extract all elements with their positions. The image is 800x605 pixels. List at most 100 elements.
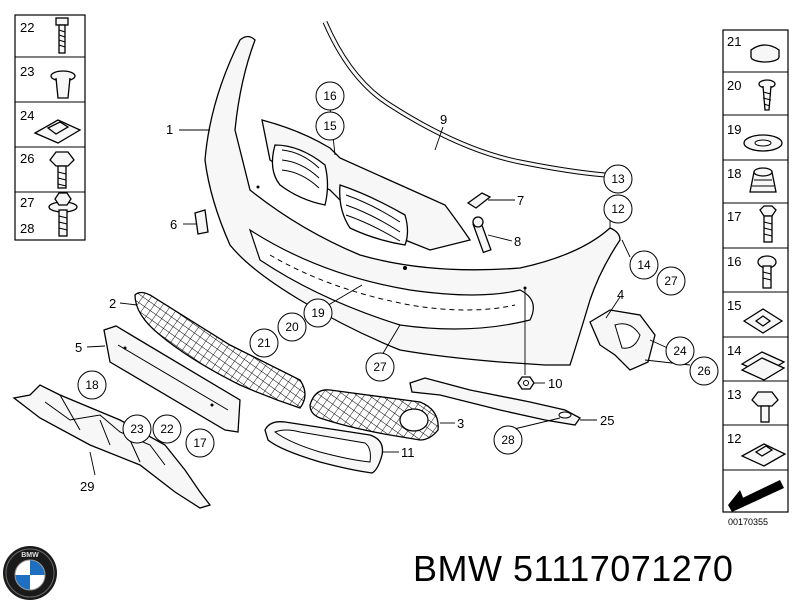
- side-mesh-grille-part: [309, 389, 439, 441]
- label-11: 11: [401, 445, 415, 460]
- screw-icon: [758, 79, 776, 111]
- callout-13: 13: [603, 164, 633, 194]
- clip-nut-icon: [33, 119, 82, 144]
- svg-text:26: 26: [697, 364, 711, 378]
- svg-text:BMW: BMW: [21, 552, 39, 559]
- svg-text:27: 27: [373, 360, 387, 374]
- hex-screw-icon: [759, 205, 777, 243]
- label-6: 6: [170, 217, 177, 232]
- svg-text:19: 19: [311, 306, 325, 320]
- svg-text:20: 20: [285, 320, 299, 334]
- left-parts-column: 22 23 24 26 27 28: [14, 14, 86, 241]
- washer-nozzle-part: [472, 216, 492, 254]
- callout-12: 12: [603, 194, 633, 224]
- plain-labels: 1 9 7 8 6 2 5 4 10 3 25 11 29: [75, 112, 624, 494]
- callout-14: 14: [629, 250, 659, 280]
- cover-cap-part: [466, 192, 492, 209]
- svg-text:28: 28: [501, 433, 515, 447]
- label-25: 25: [600, 413, 614, 428]
- grommet-icon: [743, 134, 783, 152]
- svg-text:13: 13: [611, 172, 625, 186]
- callout-26: 26: [689, 356, 719, 386]
- diagram-code: 00170355: [728, 517, 769, 527]
- clip-nut-icon: [740, 443, 787, 467]
- trim-strip-part: [322, 21, 606, 178]
- right-num-21: 21: [727, 34, 741, 49]
- left-num-23: 23: [20, 64, 34, 79]
- lower-carrier-part: [12, 384, 212, 509]
- callout-17: 17: [185, 428, 215, 458]
- callout-27: 27: [656, 266, 686, 296]
- callout-23: 23: [122, 414, 152, 444]
- callout-19: 19: [303, 298, 333, 328]
- svg-text:12: 12: [611, 202, 625, 216]
- centre-mesh-grille-part: [134, 291, 306, 409]
- clip-icon: [740, 351, 786, 381]
- hex-bolt-washer-icon: [49, 151, 75, 189]
- small-bracket-part: [194, 209, 209, 235]
- rubber-buffer-icon: [749, 167, 777, 193]
- label-10: 10: [548, 376, 562, 391]
- label-29: 29: [80, 479, 94, 494]
- svg-text:24: 24: [673, 344, 687, 358]
- right-num-12: 12: [727, 431, 741, 446]
- right-num-14: 14: [727, 343, 741, 358]
- callout-22: 22: [152, 414, 182, 444]
- hex-bolt-icon: [751, 391, 779, 423]
- left-num-28: 28: [20, 221, 34, 236]
- left-num-22: 22: [20, 20, 34, 35]
- right-num-15: 15: [727, 298, 741, 313]
- callout-27: 27: [365, 352, 395, 382]
- right-num-13: 13: [727, 387, 741, 402]
- callout-15: 15: [315, 111, 345, 141]
- bolt-icon: [55, 17, 69, 54]
- bumper-cover-part: [204, 35, 621, 366]
- right-num-18: 18: [727, 166, 741, 181]
- left-num-24: 24: [20, 108, 34, 123]
- left-num-26: 26: [20, 151, 34, 166]
- torx-screw-icon: [757, 255, 777, 289]
- label-1: 1: [166, 122, 173, 137]
- flange-screw-icon: [48, 192, 78, 237]
- label-8: 8: [514, 234, 521, 249]
- svg-text:16: 16: [323, 89, 337, 103]
- callout-16: 16: [315, 81, 345, 111]
- part-number-caption: BMW 51117071270: [413, 548, 734, 589]
- leader-lines: [86, 107, 691, 476]
- cap-icon: [750, 44, 780, 63]
- callout-20: 20: [277, 312, 307, 342]
- svg-text:18: 18: [85, 378, 99, 392]
- bmw-logo-icon: BMW: [3, 546, 57, 600]
- right-num-16: 16: [727, 254, 741, 269]
- right-num-19: 19: [727, 122, 741, 137]
- svg-text:22: 22: [160, 422, 174, 436]
- right-num-20: 20: [727, 78, 741, 93]
- label-2: 2: [109, 296, 116, 311]
- left-num-27: 27: [20, 195, 34, 210]
- lower-support-part: [409, 377, 581, 426]
- svg-text:27: 27: [664, 274, 678, 288]
- plate-holder-part: [103, 325, 241, 433]
- svg-text:17: 17: [193, 436, 207, 450]
- expansion-rivet-icon: [50, 70, 76, 99]
- svg-text:21: 21: [257, 336, 271, 350]
- right-parts-column: 21 20 19 18 17 16 15 14 13 12: [722, 29, 789, 513]
- svg-text:14: 14: [637, 258, 651, 272]
- nut-part: [517, 376, 535, 390]
- label-3: 3: [457, 416, 464, 431]
- callout-28: 28: [493, 425, 523, 455]
- svg-text:15: 15: [323, 119, 337, 133]
- arrow-icon: [728, 480, 784, 512]
- label-5: 5: [75, 340, 82, 355]
- callout-24: 24: [665, 336, 695, 366]
- label-7: 7: [517, 193, 524, 208]
- svg-text:23: 23: [130, 422, 144, 436]
- square-nut-icon: [742, 308, 784, 334]
- callout-18: 18: [77, 370, 107, 400]
- callout-21: 21: [249, 328, 279, 358]
- circled-callouts: 16 15 19 20 21 27 13 12 14 27 24 26 18 2…: [77, 81, 719, 458]
- right-num-17: 17: [727, 209, 741, 224]
- label-9: 9: [440, 112, 447, 127]
- label-4: 4: [617, 287, 624, 302]
